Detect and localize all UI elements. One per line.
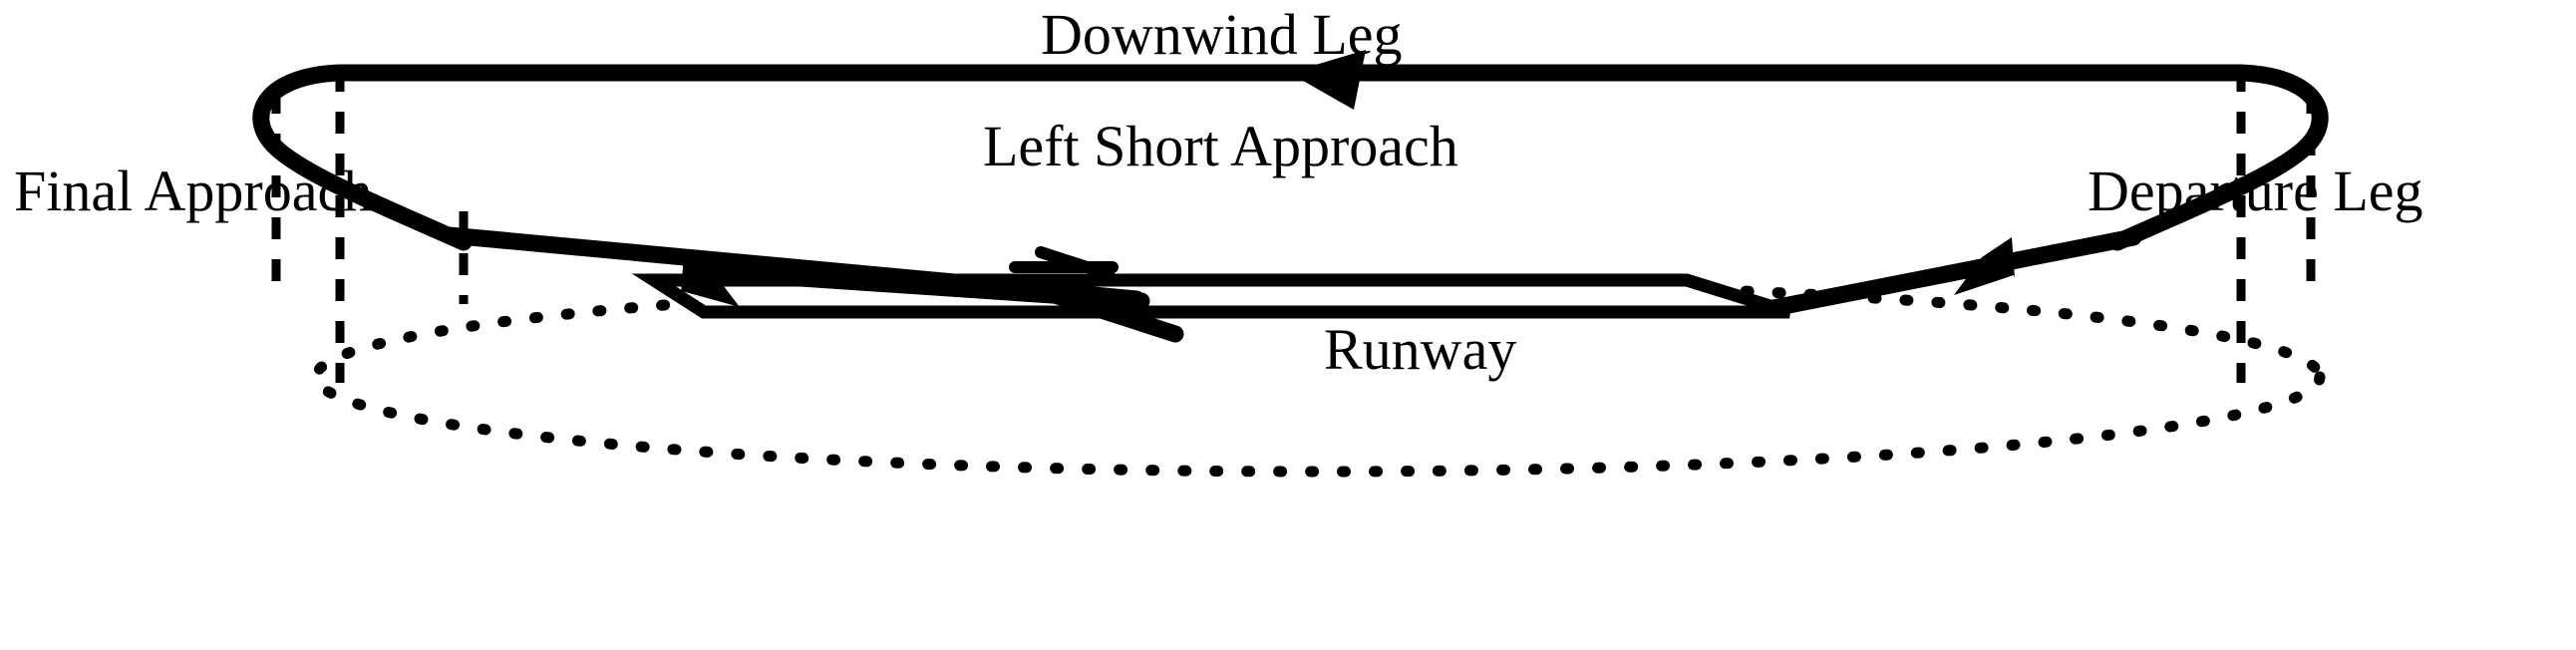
label-departure-leg: Departure Leg: [2088, 159, 2423, 223]
runway-direction-arrow: [1009, 246, 1119, 280]
downwind-arrowhead: [1289, 50, 1366, 110]
departure-leg-path: [1760, 228, 2142, 318]
downwind-leg-path: [340, 50, 2241, 110]
final-approach-path: [440, 226, 1184, 343]
label-final-approach: Final Approach: [14, 159, 373, 223]
label-runway: Runway: [1324, 317, 1517, 382]
vertical-drop-lines: [271, 70, 2316, 383]
ground-track-ellipse: [310, 276, 2326, 478]
label-left-short-approach: Left Short Approach: [983, 114, 1458, 178]
label-downwind-leg: Downwind Leg: [1041, 2, 1403, 67]
left-turn-curve: [252, 64, 473, 251]
departure-leg-arrowhead: [1954, 237, 2015, 295]
right-turn-curve: [2108, 64, 2329, 251]
